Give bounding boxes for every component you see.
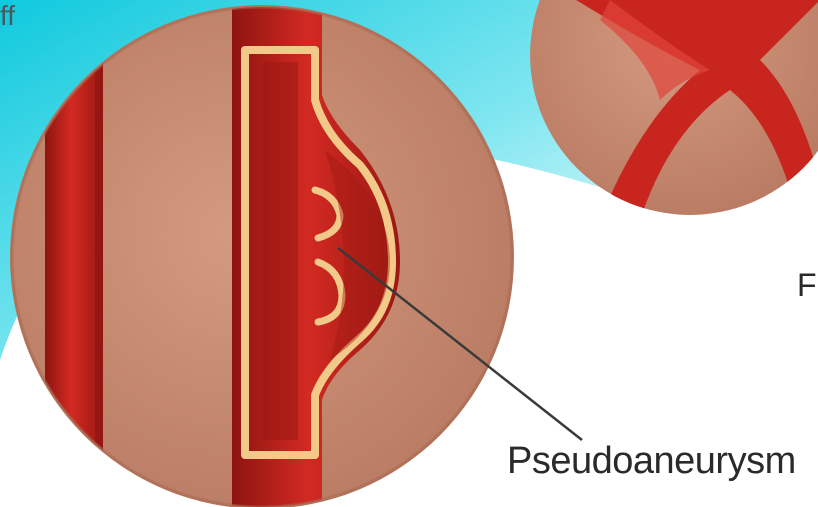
partial-label-right: F — [797, 267, 817, 304]
pseudoaneurysm-label: Pseudoaneurysm — [507, 440, 796, 483]
partial-corner-text: ff — [0, 0, 15, 32]
upper-magnified-view — [530, 0, 818, 230]
